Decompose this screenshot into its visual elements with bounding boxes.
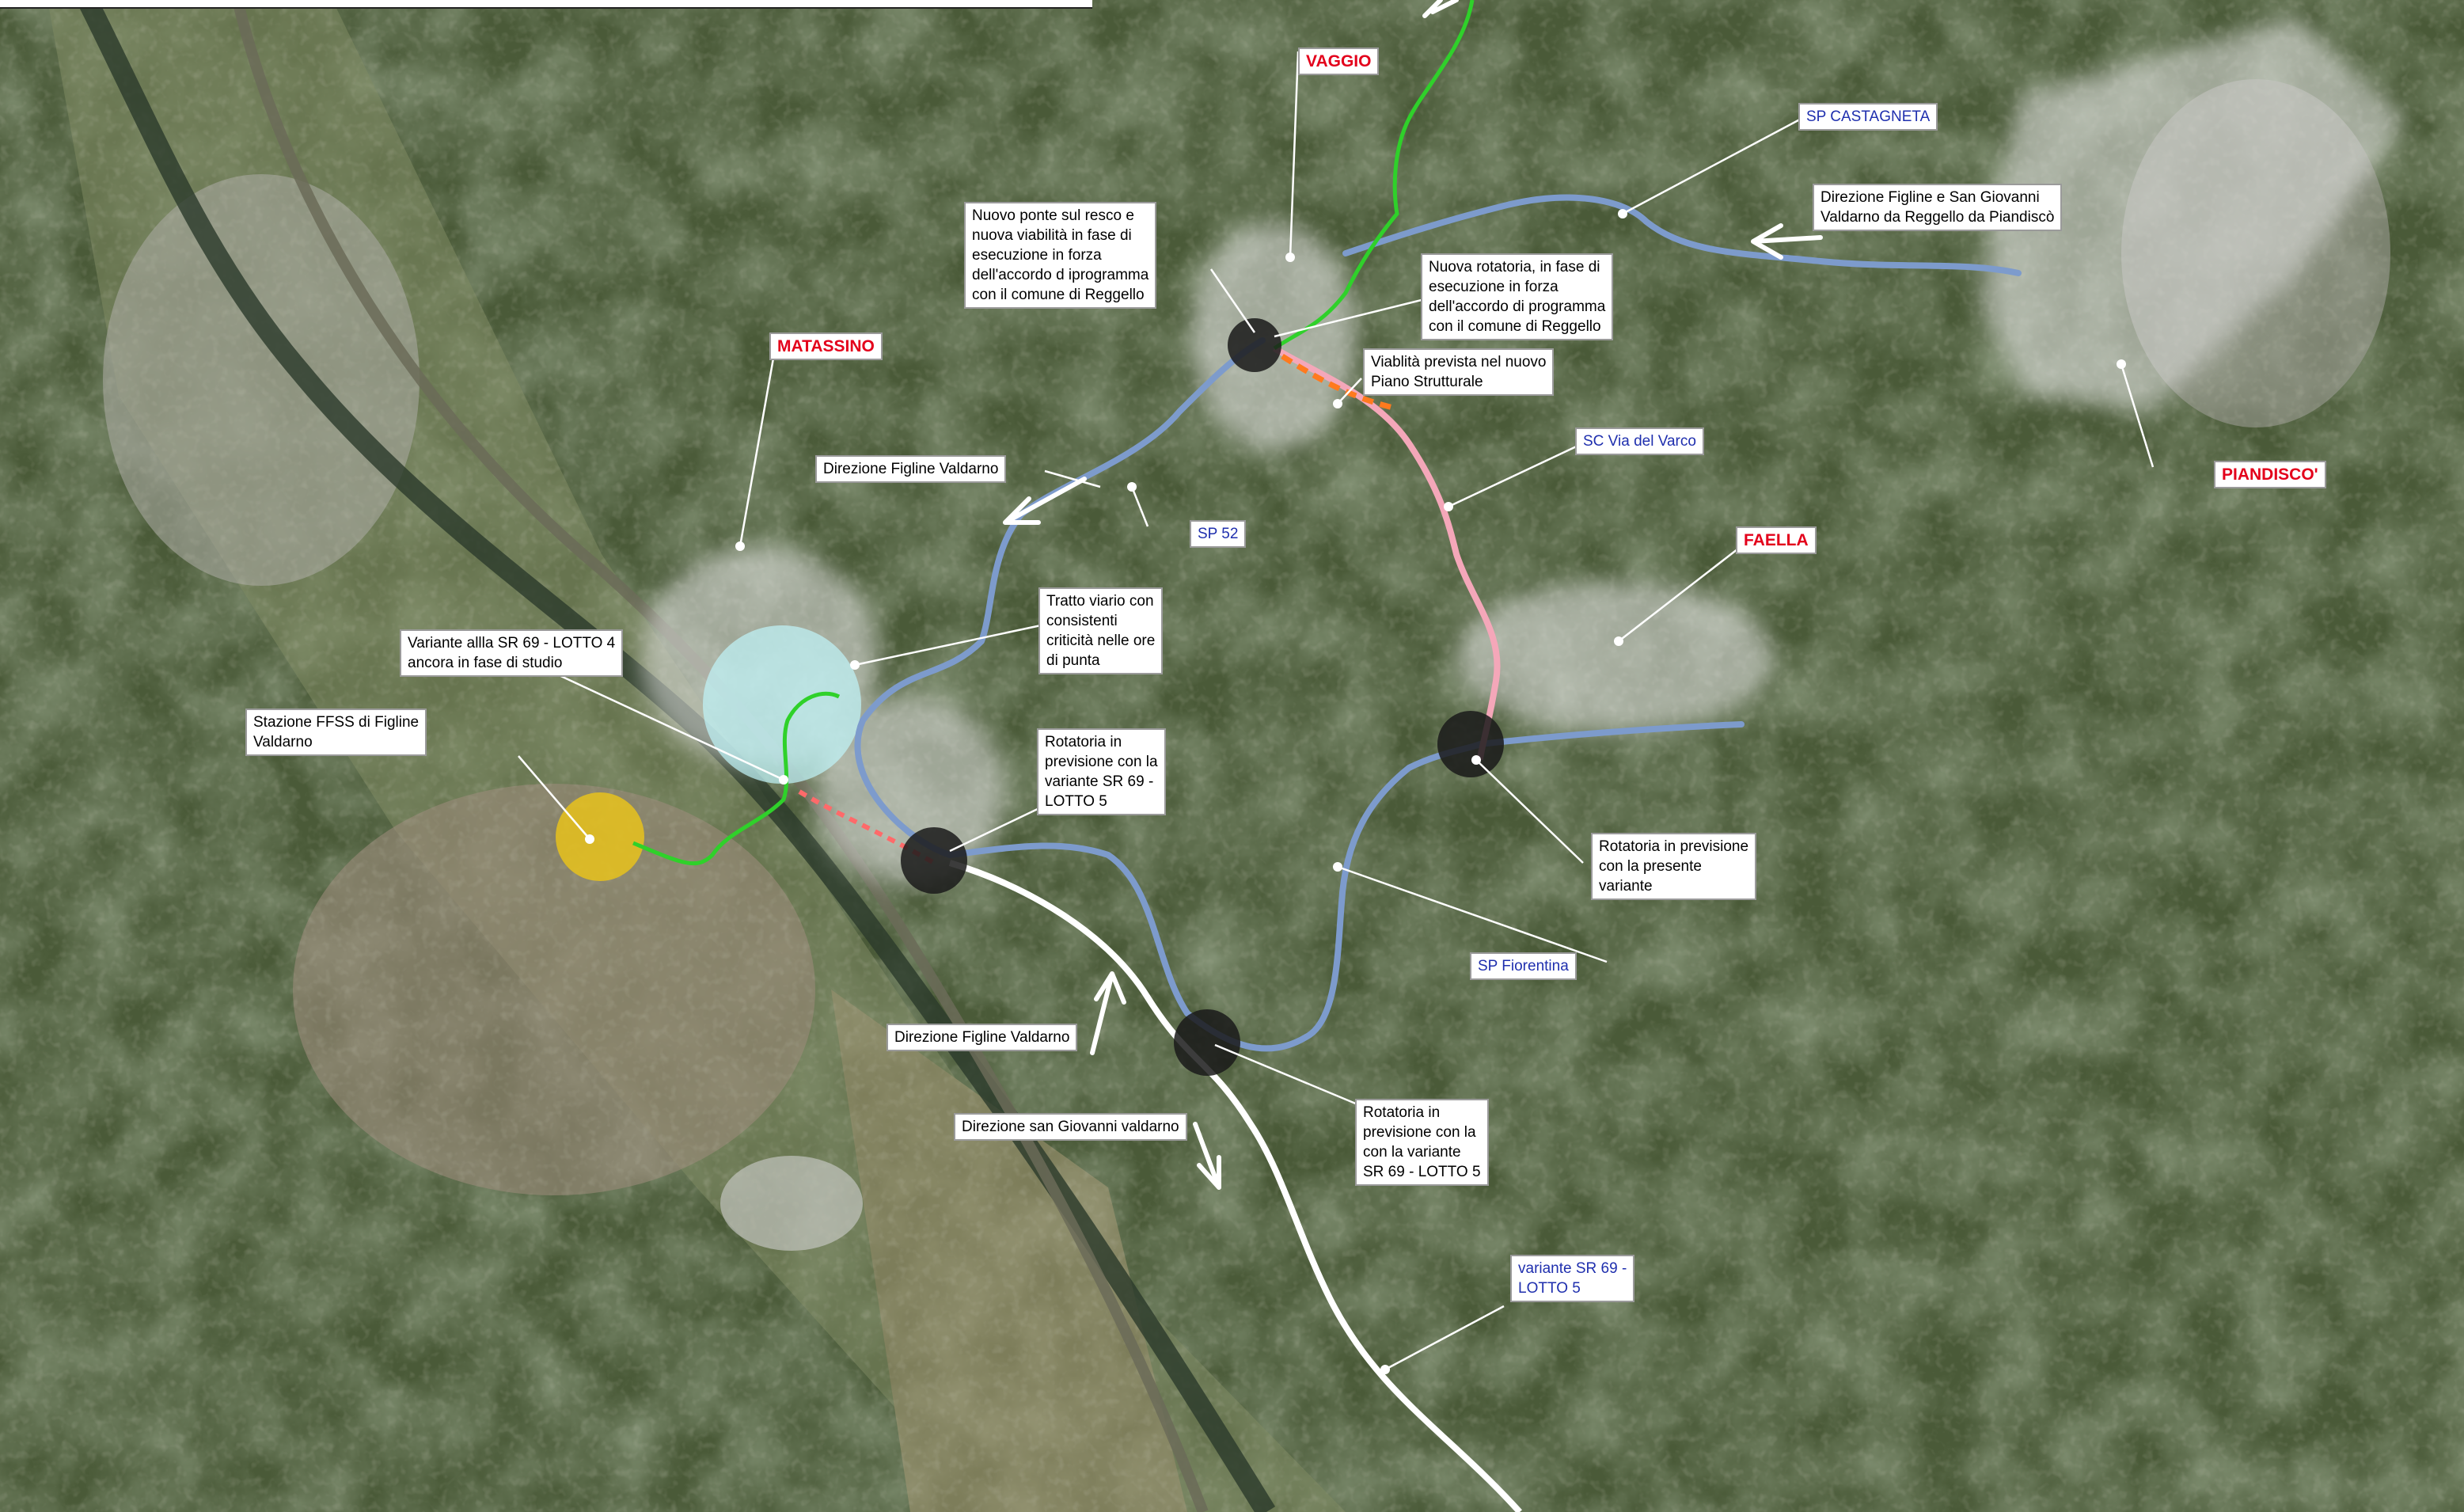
note-nuovo-ponte: Nuovo ponte sul resco e nuova viabilità … — [964, 202, 1157, 309]
note-direzione-figline-top: Direzione Figline Valdarno — [815, 455, 1007, 483]
note-variante-lotto4: Variante allla SR 69 - LOTTO 4 ancora in… — [400, 629, 624, 677]
note-stazione: Stazione FFSS di Figline Valdarno — [245, 709, 427, 756]
place-label-faella: FAELLA — [1736, 526, 1817, 554]
lotto4-study-area[interactable] — [703, 625, 861, 784]
station-marker[interactable] — [556, 792, 644, 881]
note-direzione-san-giovanni: Direzione san Giovanni valdarno — [954, 1113, 1187, 1141]
sc-via-del-varco — [1272, 345, 1501, 761]
top-frame-bar — [0, 0, 1092, 9]
road-label-sc-via-del-varco: SC Via del Varco — [1575, 427, 1704, 455]
note-direzione-figline-reggello: Direzione Figline e San Giovanni Valdarn… — [1813, 184, 2063, 231]
road-label-variante-lotto5: variante SR 69 - LOTTO 5 — [1510, 1255, 1635, 1302]
green-link — [632, 691, 841, 866]
roundabout-lotto5-top[interactable] — [901, 827, 967, 894]
roundabout-faella[interactable] — [1437, 711, 1504, 777]
note-direzione-figline-bottom: Direzione Figline Valdarno — [887, 1024, 1078, 1051]
note-viabilita-prevista: Viablità prevista nel nuovo Piano Strutt… — [1363, 348, 1555, 396]
note-rotatoria-presente: Rotatoria in previsione con la presente … — [1591, 833, 1757, 900]
roundabout-vaggio[interactable] — [1228, 318, 1281, 372]
note-tratto-viario: Tratto viario con consistenti criticità … — [1038, 587, 1164, 674]
note-rotatoria-lotto5-top: Rotatoria in previsione con la variante … — [1037, 728, 1166, 815]
roundabouts — [901, 318, 1504, 1076]
note-rotatoria-lotto5-bottom: Rotatoria in previsione con la con la va… — [1355, 1099, 1489, 1186]
road-label-sp52: SP 52 — [1190, 520, 1247, 548]
place-label-piandisco: PIANDISCO' — [2214, 461, 2326, 488]
planned-road-ps — [1281, 354, 1394, 411]
place-label-matassino: MATASSINO — [769, 332, 883, 360]
note-nuova-rotatoria: Nuova rotatoria, in fase di esecuzione i… — [1421, 253, 1614, 340]
variante-sr69-lotto5 — [948, 860, 1522, 1512]
direction-arrows — [1003, 0, 1823, 1190]
place-label-vaggio: VAGGIO — [1298, 47, 1380, 75]
roundabout-lotto5-bottom[interactable] — [1174, 1009, 1240, 1076]
leader-dots — [585, 209, 2126, 1374]
road-label-sp-fiorentina: SP Fiorentina — [1470, 952, 1577, 980]
leader-lines — [518, 51, 2155, 1371]
green-path — [1273, 0, 1475, 351]
road-label-sp-castagneta: SP CASTAGNETA — [1798, 103, 1938, 131]
